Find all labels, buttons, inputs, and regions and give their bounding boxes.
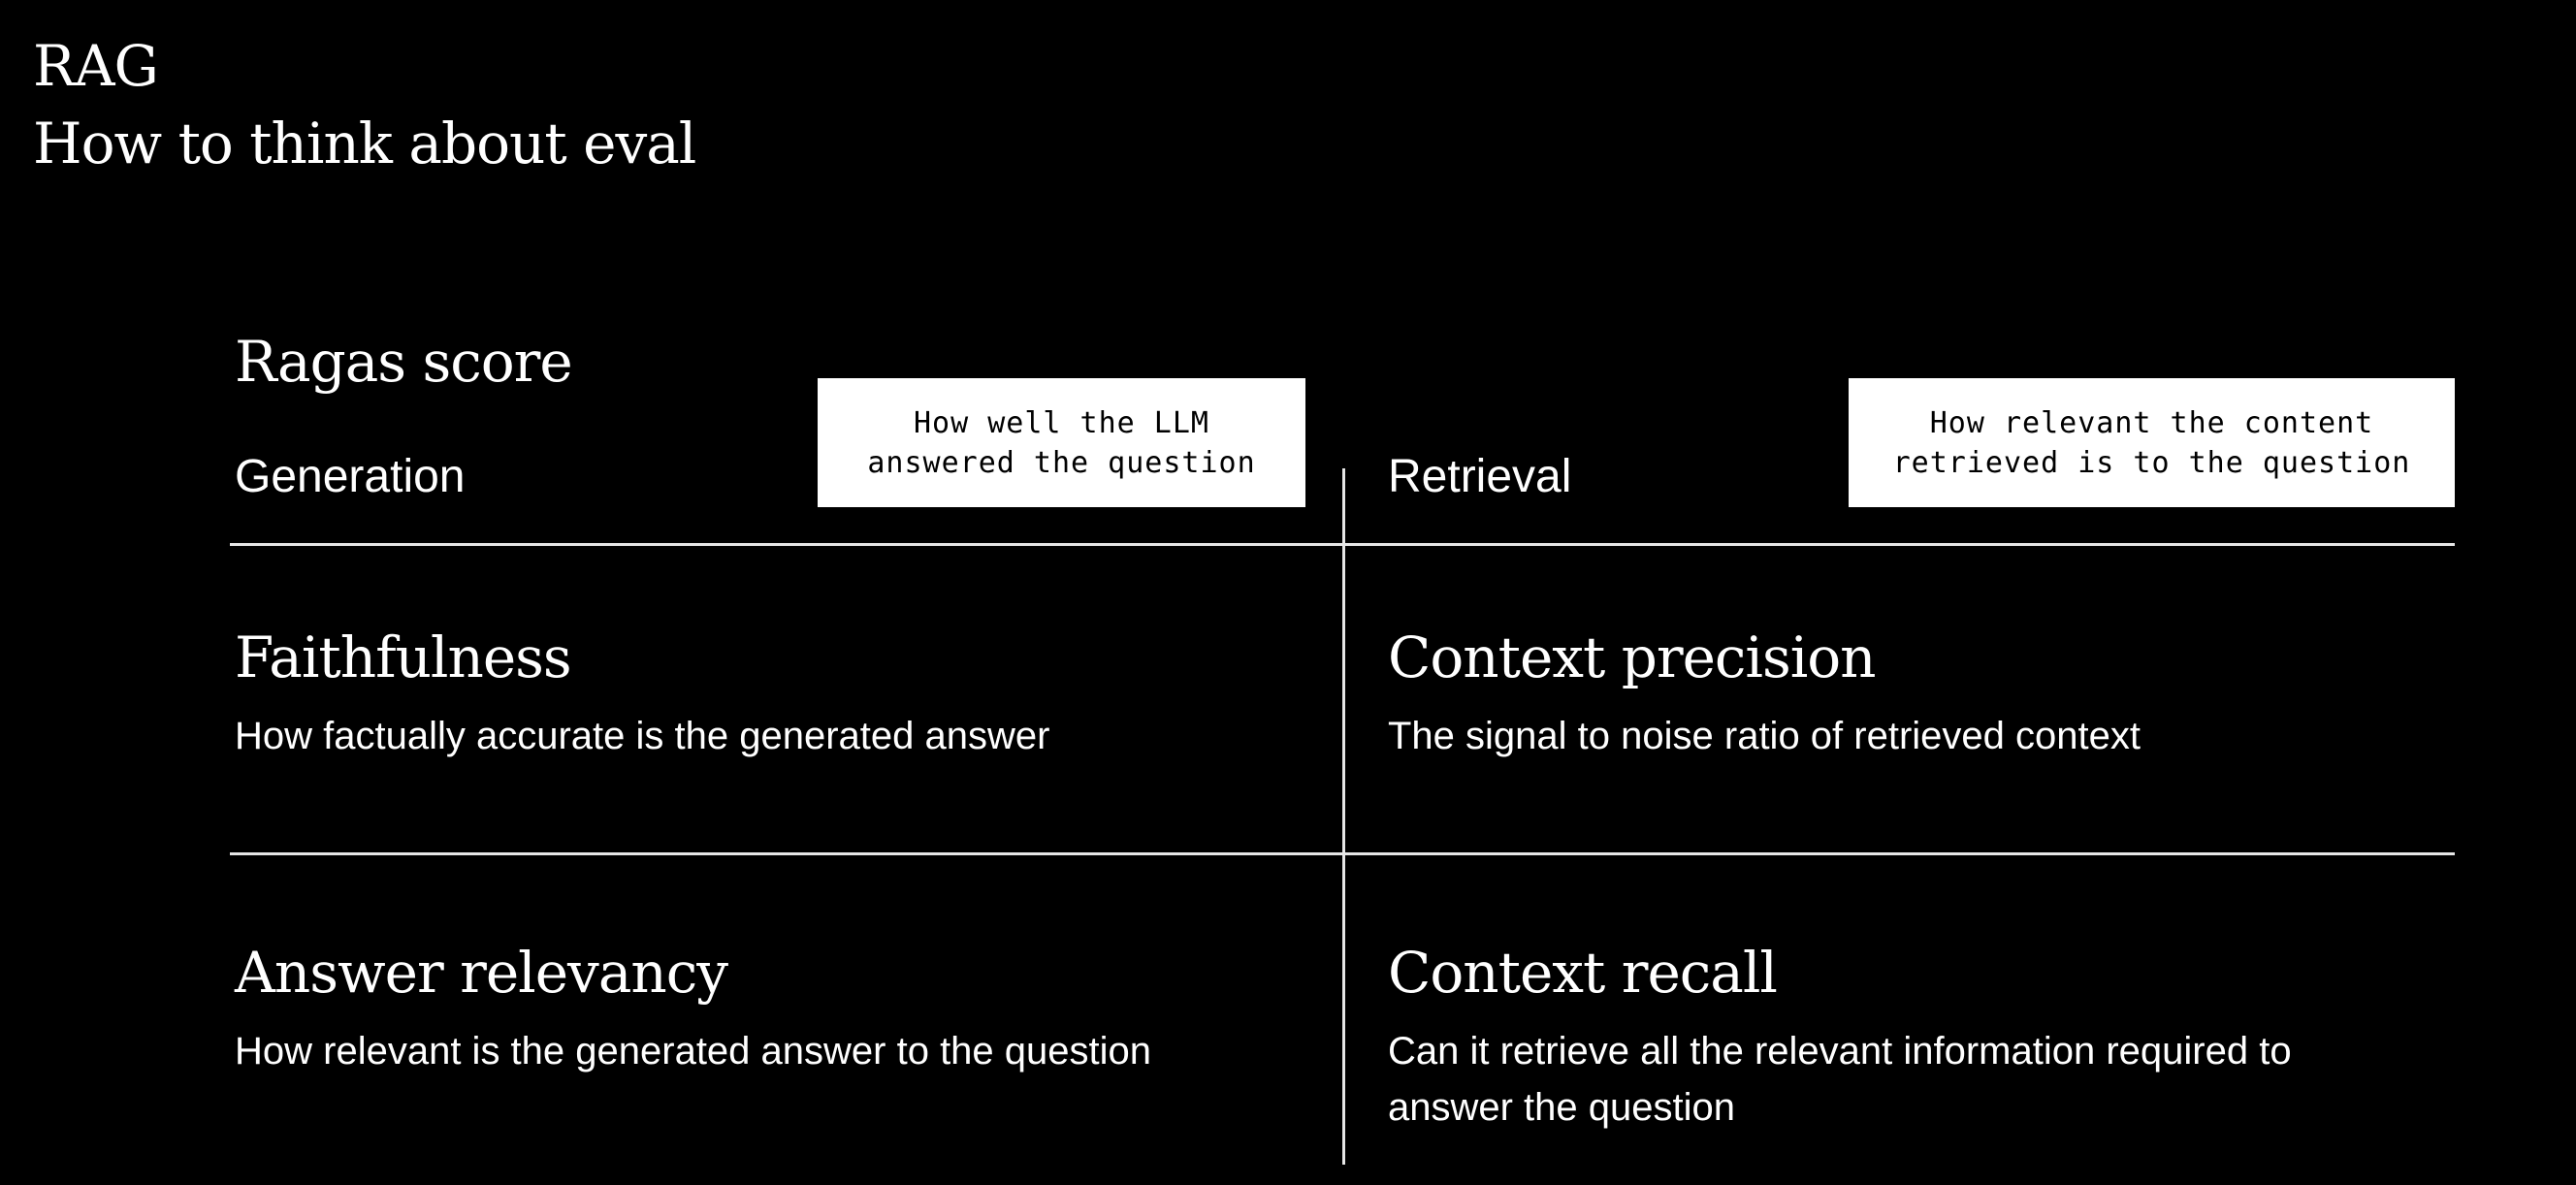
metric-desc-context-precision: The signal to noise ratio of retrieved c… <box>1388 715 2141 757</box>
metric-name-context-recall: Context recall <box>1388 940 1778 1006</box>
section-title: Ragas score <box>235 329 573 395</box>
retrieval-column-label: Retrieval <box>1388 451 1572 502</box>
retrieval-callout: How relevant the content retrieved is to… <box>1849 378 2455 507</box>
metric-desc-context-recall: Can it retrieve all the relevant informa… <box>1388 1030 2292 1129</box>
generation-column-label: Generation <box>235 451 466 502</box>
metric-desc-answer-relevancy: How relevant is the generated answer to … <box>235 1030 1152 1073</box>
column-divider <box>1342 468 1345 1165</box>
metric-name-answer-relevancy: Answer relevancy <box>235 940 728 1006</box>
slide-title-line-2: How to think about eval <box>33 111 696 176</box>
generation-callout: How well the LLM answered the question <box>818 378 1305 507</box>
slide-title: RAG How to think about eval <box>33 27 696 182</box>
slide-title-line-1: RAG <box>33 33 159 99</box>
metric-desc-faithfulness: How factually accurate is the generated … <box>235 715 1050 757</box>
metric-name-faithfulness: Faithfulness <box>235 625 572 690</box>
metric-name-context-precision: Context precision <box>1388 625 1877 690</box>
